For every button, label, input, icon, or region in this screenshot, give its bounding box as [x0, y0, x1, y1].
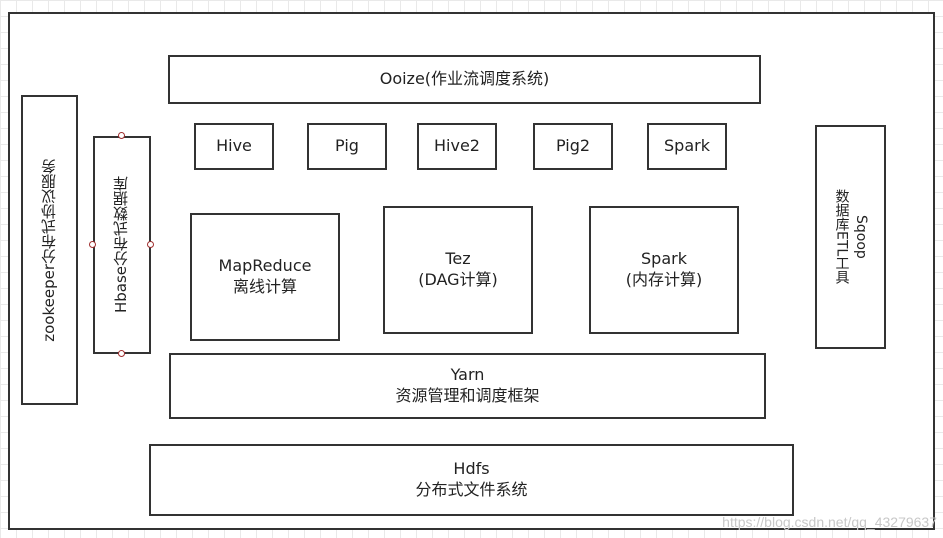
tool-box-pig2[interactable]: Pig2: [533, 123, 613, 170]
tool-label: Pig: [335, 136, 359, 156]
zookeeper-box[interactable]: zookeeper分布式协议服务: [21, 95, 78, 405]
hbase-box[interactable]: Hbase分布式数据库: [93, 136, 151, 354]
spark-engine-title: Spark: [641, 249, 687, 269]
sqoop-subtitle: 数据库ETL工具: [833, 189, 850, 285]
mapreduce-subtitle: 离线计算: [232, 277, 297, 296]
spark-engine-subtitle: (内存计算): [625, 270, 703, 289]
tool-label: Hive2: [434, 136, 480, 156]
tez-title: Tez: [445, 249, 471, 269]
selection-handle-right[interactable]: [147, 241, 154, 248]
tool-label: Hive: [216, 136, 252, 156]
yarn-box[interactable]: Yarn 资源管理和调度框架: [169, 353, 766, 419]
tool-box-spark[interactable]: Spark: [647, 123, 727, 170]
tez-box[interactable]: Tez (DAG计算): [383, 206, 533, 334]
hdfs-subtitle: 分布式文件系统: [415, 480, 528, 499]
tool-box-hive[interactable]: Hive: [194, 123, 274, 170]
tool-box-hive2[interactable]: Hive2: [417, 123, 497, 170]
tez-subtitle: (DAG计算): [418, 270, 498, 289]
selection-handle-bottom[interactable]: [118, 350, 125, 357]
spark-engine-box[interactable]: Spark (内存计算): [589, 206, 739, 334]
zookeeper-label: zookeeper分布式协议服务: [39, 158, 58, 342]
yarn-subtitle: 资源管理和调度框架: [395, 386, 540, 405]
sqoop-box[interactable]: Sqoop 数据库ETL工具: [815, 125, 886, 349]
tool-label: Spark: [664, 136, 710, 156]
mapreduce-box[interactable]: MapReduce 离线计算: [190, 213, 340, 341]
selection-handle-left[interactable]: [89, 241, 96, 248]
ooize-box[interactable]: Ooize(作业流调度系统): [168, 55, 761, 104]
hdfs-title: Hdfs: [453, 459, 490, 479]
hdfs-box[interactable]: Hdfs 分布式文件系统: [149, 444, 794, 516]
sqoop-title: Sqoop: [853, 215, 870, 259]
ooize-label: Ooize(作业流调度系统): [379, 69, 550, 89]
watermark-text: https://blog.csdn.net/qq_43279637: [722, 514, 937, 530]
tool-label: Pig2: [555, 136, 591, 156]
mapreduce-title: MapReduce: [218, 256, 312, 276]
tool-box-pig[interactable]: Pig: [307, 123, 387, 170]
hbase-label: Hbase分布式数据库: [112, 176, 131, 314]
selection-handle-top[interactable]: [118, 132, 125, 139]
yarn-title: Yarn: [450, 365, 485, 385]
